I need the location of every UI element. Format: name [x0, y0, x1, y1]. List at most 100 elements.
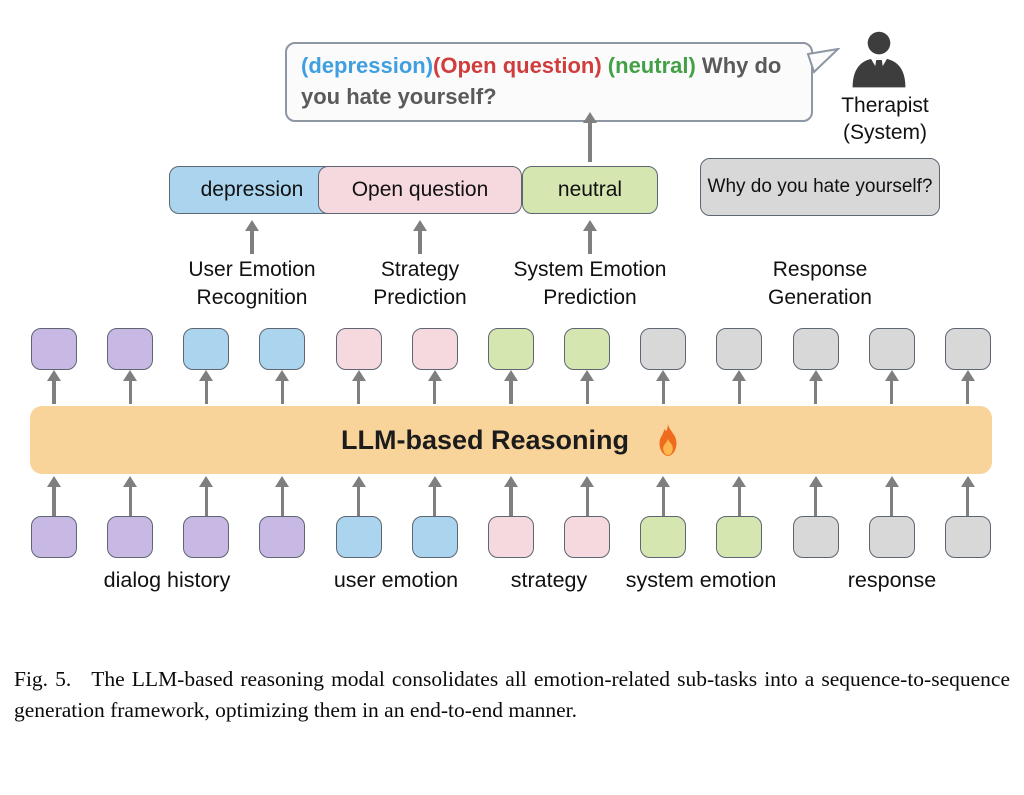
blue-token: [183, 328, 230, 370]
bubble-segment: (Open question): [433, 53, 602, 78]
token-cell: [487, 476, 535, 558]
token-cell: [106, 476, 154, 558]
therapist-label: Therapist (System): [810, 92, 960, 146]
token-cell: [487, 328, 535, 404]
bottom-token-row: [30, 476, 992, 558]
token-cell: [30, 328, 78, 404]
llm-reasoning-label: LLM-based Reasoning: [340, 424, 630, 455]
up-arrow: [808, 476, 823, 516]
blue-token: [259, 328, 306, 370]
up-arrow: [47, 370, 61, 404]
blue-token: [335, 516, 382, 558]
up-arrow: [199, 476, 214, 516]
purple-token: [183, 516, 230, 558]
task-label-line: Prediction: [543, 286, 637, 309]
up-arrow-user-emotion: [245, 220, 259, 254]
up-arrow: [351, 370, 366, 404]
input-label-user-emotion: user emotion: [333, 568, 459, 592]
up-arrow: [503, 370, 518, 404]
speech-bubble-tail: [806, 48, 840, 74]
token-cell: [563, 476, 611, 558]
up-arrow: [580, 370, 595, 404]
input-label-strategy: strategy: [510, 568, 588, 592]
green-token: [716, 516, 763, 558]
up-arrow: [808, 370, 823, 404]
strategy-output-box: Open question: [318, 166, 522, 214]
task-label-line: Strategy: [380, 258, 460, 281]
token-cell: [944, 328, 992, 404]
pink-token: [335, 328, 382, 370]
task-label-line: Generation: [768, 286, 872, 309]
figure-caption: Fig. 5.The LLM-based reasoning modal con…: [14, 664, 1010, 726]
response-output-box: Why do you hate yourself?: [700, 158, 940, 216]
token-cell: [868, 328, 916, 404]
input-label-dialog-history: dialog history: [103, 568, 231, 592]
up-arrow: [47, 476, 61, 516]
llm-reasoning-bar: LLM-based Reasoning: [30, 406, 992, 474]
pink-token: [411, 328, 458, 370]
up-arrow: [503, 476, 518, 516]
pink-token: [564, 516, 611, 558]
token-cell: [182, 328, 230, 404]
task-label-response-generation: Response Generation: [720, 256, 920, 312]
top-token-row: [30, 328, 992, 404]
gray-token: [792, 516, 839, 558]
bubble-segment: (neutral): [601, 53, 696, 78]
blue-token: [411, 516, 458, 558]
system-emotion-output-label: neutral: [557, 178, 623, 201]
purple-token: [31, 328, 77, 370]
task-label-line: Response: [772, 258, 868, 281]
task-label-user-emotion-recognition: User Emotion Recognition: [152, 256, 352, 312]
token-cell: [411, 328, 459, 404]
token-cell: [411, 476, 459, 558]
up-arrow: [351, 476, 366, 516]
green-token: [564, 328, 611, 370]
token-cell: [715, 476, 763, 558]
up-arrow: [656, 476, 671, 516]
token-cell: [639, 328, 687, 404]
up-arrow-to-bubble: [583, 112, 597, 162]
up-arrow: [275, 476, 290, 516]
up-arrow: [960, 476, 975, 516]
purple-token: [259, 516, 306, 558]
token-cell: [715, 328, 763, 404]
task-label-line: User Emotion: [188, 258, 316, 281]
task-label-line: System Emotion: [513, 258, 667, 281]
figure-number: Fig. 5.: [14, 667, 72, 691]
therapist-label-line1: Therapist: [841, 94, 929, 117]
purple-token: [107, 328, 154, 370]
caption-text: The LLM-based reasoning modal consolidat…: [14, 667, 1010, 722]
up-arrow: [884, 370, 899, 404]
gray-token: [792, 328, 839, 370]
token-cell: [868, 476, 916, 558]
token-cell: [792, 476, 840, 558]
token-cell: [335, 328, 383, 404]
task-label-strategy-prediction: Strategy Prediction: [320, 256, 520, 312]
up-arrow-system-emotion: [583, 220, 597, 254]
up-arrow: [123, 370, 138, 404]
up-arrow: [732, 476, 747, 516]
token-cell: [258, 476, 306, 558]
task-label-line: Prediction: [373, 286, 467, 309]
up-arrow: [123, 476, 138, 516]
pink-token: [487, 516, 534, 558]
purple-token: [31, 516, 77, 558]
token-cell: [258, 328, 306, 404]
token-cell: [182, 476, 230, 558]
gray-token: [640, 328, 687, 370]
token-cell: [30, 476, 78, 558]
gray-token: [716, 328, 763, 370]
therapist-person-icon: [852, 31, 906, 88]
bubble-text: (depression)(Open question) (neutral) Wh…: [301, 53, 781, 109]
up-arrow: [960, 370, 975, 404]
bubble-segment: (depression): [301, 53, 434, 78]
up-arrow: [199, 370, 214, 404]
purple-token: [107, 516, 154, 558]
token-cell: [563, 328, 611, 404]
up-arrow-strategy: [413, 220, 427, 254]
up-arrow: [580, 476, 595, 516]
user-emotion-output-label: depression: [200, 178, 304, 201]
up-arrow: [427, 476, 442, 516]
user-emotion-output-box: depression: [169, 166, 335, 214]
response-output-label: Why do you hate yourself?: [707, 175, 933, 197]
